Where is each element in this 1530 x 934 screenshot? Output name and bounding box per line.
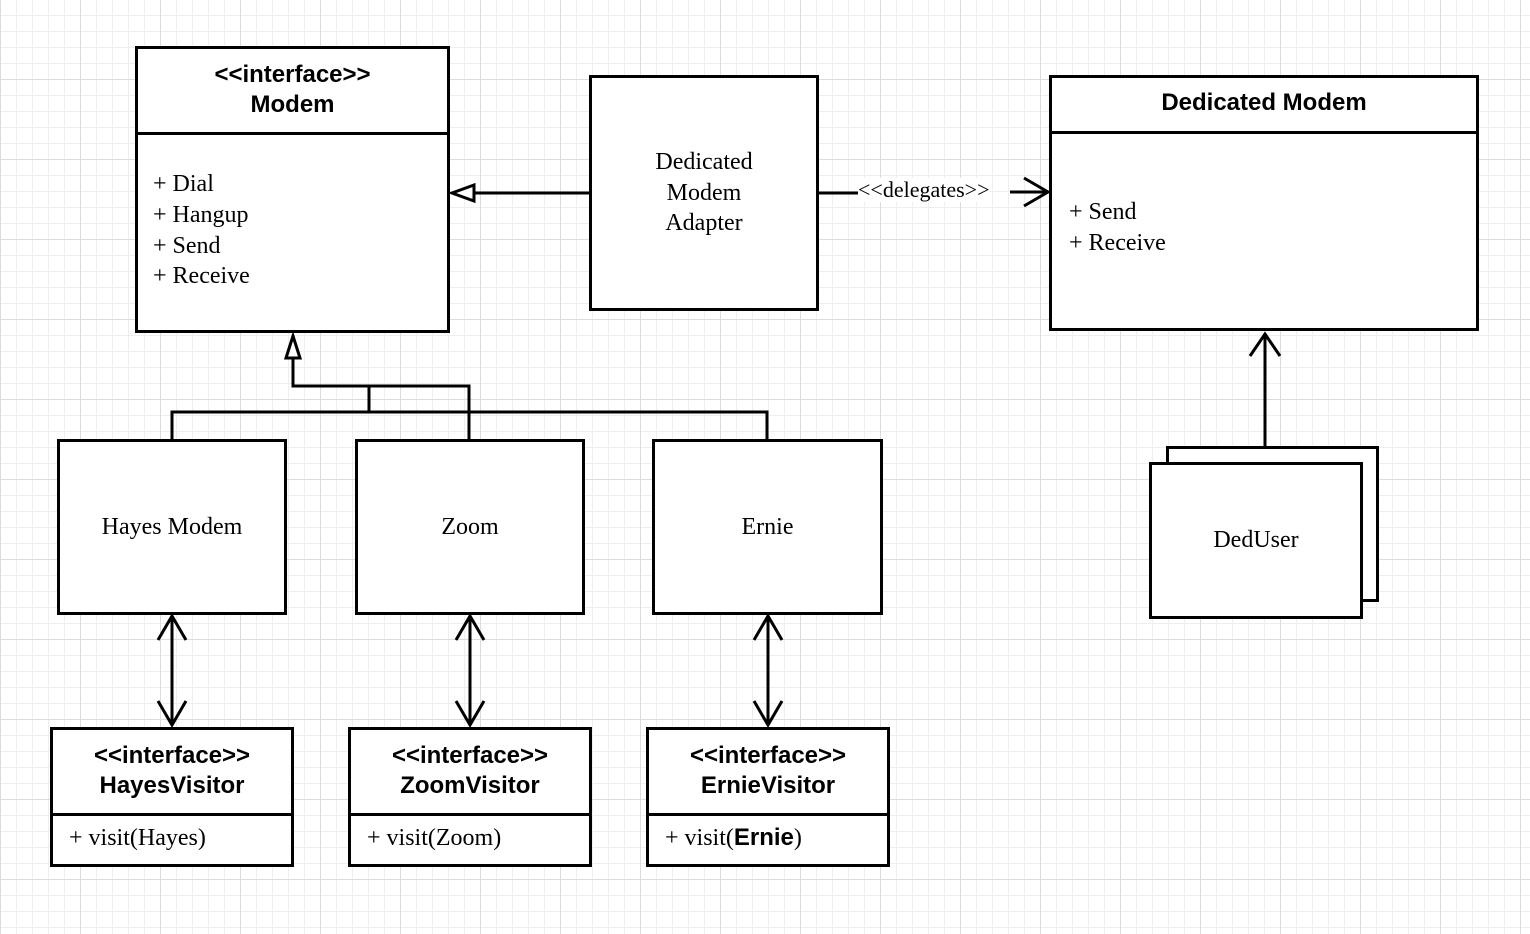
ernie-visitor-name: ErnieVisitor <box>700 772 836 799</box>
zoom-visitor-box[interactable]: <<interface>> ZoomVisitor + visit(Zoom) <box>348 727 592 867</box>
realization-arrowhead-modem-right <box>447 182 476 204</box>
generalization-arrowhead-modem <box>283 331 303 360</box>
dedicated-modem-adapter-box[interactable]: Dedicated Modem Adapter <box>589 75 819 311</box>
delegates-label: <<delegates>> <box>858 177 990 202</box>
ernie-box[interactable]: Ernie <box>652 439 883 615</box>
hayes-visitor-box[interactable]: <<interface>> HayesVisitor + visit(Hayes… <box>50 727 294 867</box>
adapter-line-3: Adapter <box>665 210 743 237</box>
dedicated-modem-header: Dedicated Modem <box>1052 78 1476 134</box>
dedicated-op-receive: + Receive <box>1069 229 1166 256</box>
ernie-visitor-op-arg: Ernie <box>733 824 794 851</box>
modem-operations: + Dial + Hangup + Send + Receive <box>138 135 447 292</box>
zoom-arrow-up <box>454 613 486 641</box>
deduser-box[interactable]: DedUser <box>1149 462 1363 619</box>
modem-op-send: + Send <box>153 232 221 259</box>
modem-stereotype: <<interface>> <box>214 61 371 88</box>
generalization-bus <box>170 410 769 440</box>
hayes-modem-label: Hayes Modem <box>101 513 243 540</box>
hayes-arrow-up <box>156 613 188 641</box>
ernie-visitor-op-visit: + visit(Ernie) <box>665 823 887 854</box>
delegates-arrowhead <box>1023 176 1051 208</box>
deduser-label: DedUser <box>1213 527 1299 554</box>
adapter-line-1: Dedicated <box>655 149 753 176</box>
hayes-visitor-op-visit: + visit(Hayes) <box>69 825 206 851</box>
modem-interface-box[interactable]: <<interface>> Modem + Dial + Hangup + Se… <box>135 46 450 333</box>
ernie-arrow-down <box>752 700 784 728</box>
zoom-box[interactable]: Zoom <box>355 439 585 615</box>
dedicated-modem-operations: + Send + Receive <box>1052 134 1476 259</box>
zoom-visitor-operations: + visit(Zoom) <box>351 816 589 854</box>
ernie-label: Ernie <box>741 513 794 540</box>
zoom-arrow-down <box>454 700 486 728</box>
zoom-visitor-name: ZoomVisitor <box>400 772 540 799</box>
ernie-visitor-box[interactable]: <<interface>> ErnieVisitor + visit(Ernie… <box>646 727 890 867</box>
modem-op-receive: + Receive <box>153 263 250 290</box>
ernie-arrow-up <box>752 613 784 641</box>
ernie-visitor-op-suffix: ) <box>793 825 802 851</box>
zoom-visitor-stereotype: <<interface>> <box>391 742 549 769</box>
hayes-visitor-operations: + visit(Hayes) <box>53 816 291 854</box>
zoom-visitor-op-visit: + visit(Zoom) <box>367 825 502 851</box>
modem-name: Modem <box>250 91 335 118</box>
generalization-trunk <box>291 358 471 440</box>
ernie-visitor-op-prefix: + visit( <box>665 825 734 851</box>
ernie-visitor-stereotype: <<interface>> <box>689 742 847 769</box>
zoom-label: Zoom <box>441 513 499 540</box>
hayes-visitor-stereotype: <<interface>> <box>93 742 251 769</box>
deduser-arrowhead <box>1248 331 1282 357</box>
adapter-line-2: Modem <box>666 179 742 206</box>
dedicated-op-send: + Send <box>1069 199 1137 225</box>
hayes-visitor-header: <<interface>> HayesVisitor <box>53 730 291 816</box>
modem-op-hangup: + Hangup <box>153 201 249 228</box>
zoom-visitor-header: <<interface>> ZoomVisitor <box>351 730 589 816</box>
hayes-visitor-name: HayesVisitor <box>99 772 245 799</box>
dedicated-modem-name: Dedicated Modem <box>1161 89 1367 116</box>
hayes-modem-box[interactable]: Hayes Modem <box>57 439 287 615</box>
adapter-label: Dedicated Modem Adapter <box>655 147 752 239</box>
ernie-visitor-header: <<interface>> ErnieVisitor <box>649 730 887 816</box>
ernie-visitor-operations: + visit(Ernie) <box>649 816 887 854</box>
hayes-arrow-down <box>156 700 188 728</box>
dedicated-modem-box[interactable]: Dedicated Modem + Send + Receive <box>1049 75 1479 331</box>
modem-op-dial: + Dial <box>153 171 214 197</box>
modem-header: <<interface>> Modem <box>138 49 447 135</box>
